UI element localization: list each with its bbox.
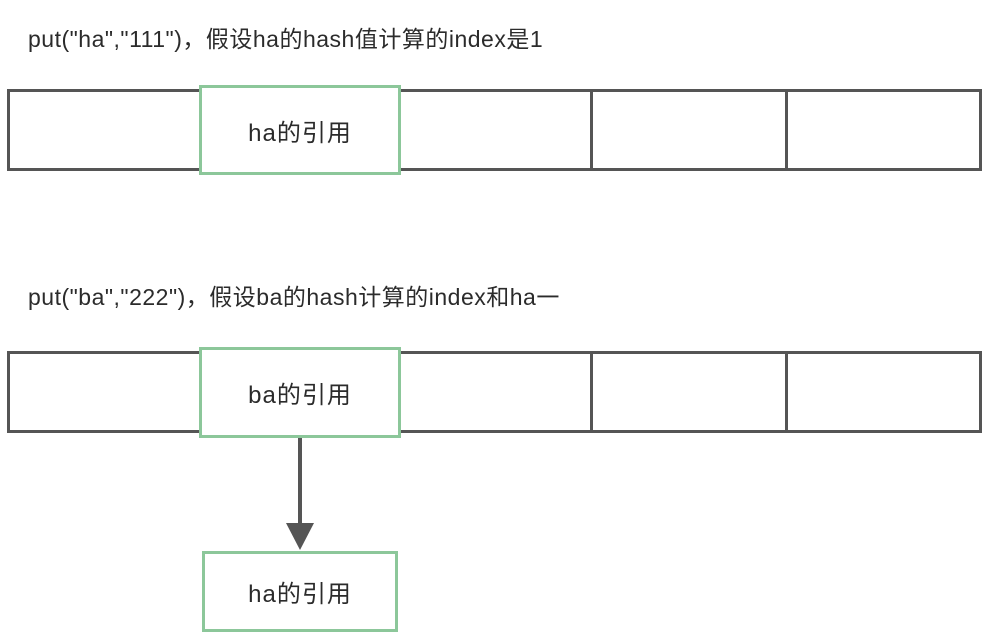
down-arrow-head-icon: [286, 523, 314, 550]
bucket-cell: [788, 92, 979, 168]
bucket-cell: [788, 354, 979, 430]
bucket-cell: [10, 92, 205, 168]
bucket-cell: [10, 354, 205, 430]
step2-caption: put("ba","222")，假设ba的hash计算的index和ha一: [28, 284, 560, 310]
bucket-cell: [399, 354, 594, 430]
highlighted-bucket-ha: ha的引用: [199, 85, 401, 175]
step1-caption: put("ha","111")，假设ha的hash值计算的index是1: [28, 26, 544, 52]
hash-array-row-1: [7, 89, 982, 171]
bucket-cell: [399, 92, 594, 168]
down-arrow-line: [298, 438, 302, 528]
bucket-cell: [593, 354, 788, 430]
bucket-cell: [593, 92, 788, 168]
linked-node-box: ha的引用: [202, 551, 398, 632]
hash-array-row-2: [7, 351, 982, 433]
highlighted-bucket-ba: ba的引用: [199, 347, 401, 438]
